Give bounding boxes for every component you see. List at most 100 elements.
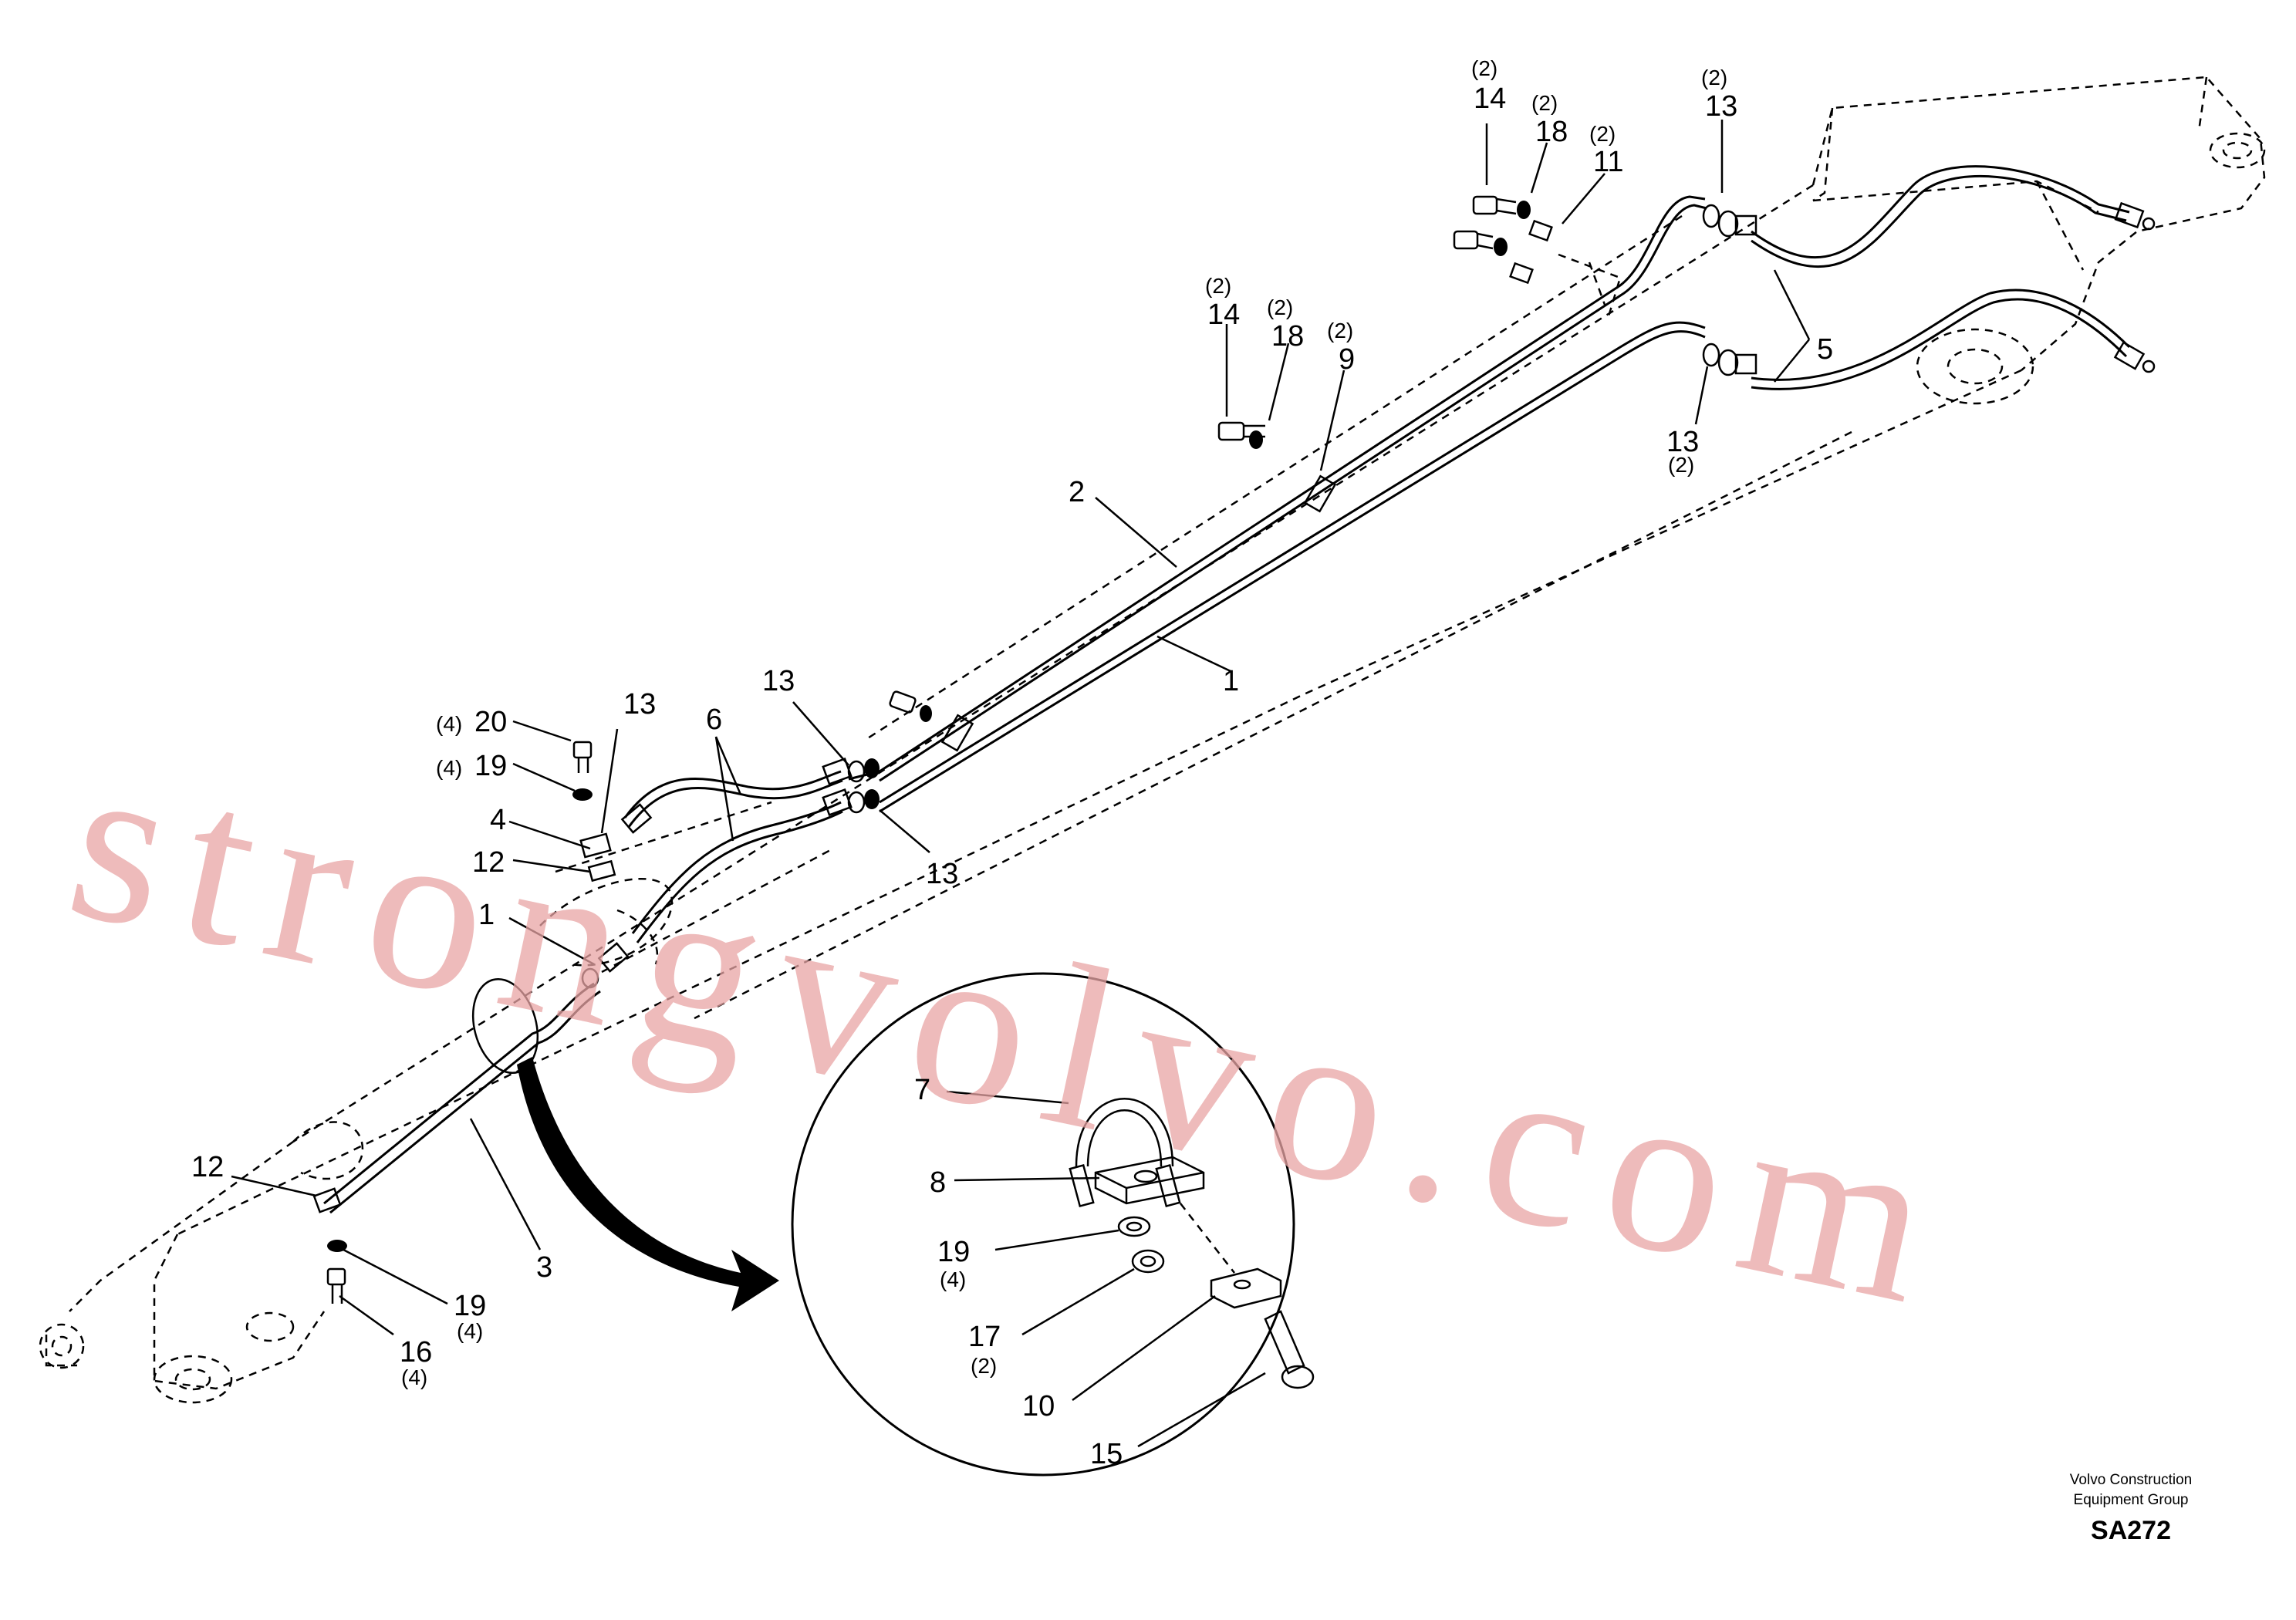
svg-text:13: 13: [926, 858, 958, 890]
svg-text:(4): (4): [436, 712, 462, 736]
svg-text:12: 12: [191, 1151, 224, 1183]
svg-text:(2): (2): [1589, 122, 1616, 146]
drawing-code: SA272: [2091, 1516, 2171, 1545]
fittings: [312, 195, 2156, 1304]
callout-15: 15: [1090, 1438, 1123, 1470]
callout-12: 12: [191, 1151, 224, 1183]
callout-4: 4: [490, 804, 506, 836]
svg-text:16: 16: [400, 1336, 432, 1369]
callout-13: 13: [926, 858, 958, 890]
bolt: [572, 741, 593, 801]
svg-text:13: 13: [623, 688, 656, 721]
svg-text:3: 3: [536, 1251, 552, 1284]
svg-text:19: 19: [474, 750, 507, 782]
callout-18: (2)18: [1531, 91, 1568, 148]
svg-text:19: 19: [937, 1236, 970, 1268]
svg-text:20: 20: [474, 706, 507, 738]
hex-bolt: [1264, 1310, 1315, 1389]
detail-view: [517, 972, 1315, 1477]
hydraulic-pipes: [323, 165, 2131, 1214]
callout-3: 3: [536, 1251, 552, 1284]
svg-text:4: 4: [490, 804, 506, 836]
bolt: [1217, 421, 1265, 449]
callout-1: 1: [478, 899, 495, 931]
callout-14: (2)14: [1205, 274, 1240, 331]
boom-outline: [39, 76, 2266, 1404]
svg-text:15: 15: [1090, 1438, 1123, 1470]
svg-text:19: 19: [454, 1290, 486, 1322]
svg-text:12: 12: [472, 846, 505, 879]
hose-end-fitting: [2114, 201, 2156, 231]
svg-text:1: 1: [478, 899, 495, 931]
watermark: strongvolvo.com: [51, 709, 1972, 1357]
adapter-fitting: [822, 757, 880, 786]
clamp-lower: [1210, 1267, 1282, 1309]
company-line-2: Equipment Group: [2074, 1492, 2189, 1508]
callout-19: 19(4): [454, 1290, 486, 1343]
svg-text:(4): (4): [401, 1365, 427, 1389]
bolt: [326, 1267, 346, 1304]
callout-11: (2)11: [1589, 122, 1623, 178]
svg-text:(2): (2): [1267, 295, 1293, 319]
callout-5: 5: [1817, 333, 1833, 366]
svg-text:(4): (4): [940, 1267, 966, 1291]
callout-19: (4) 19: [436, 750, 507, 782]
footer: Volvo Construction Equipment Group SA272: [2070, 1472, 2192, 1545]
svg-text:5: 5: [1817, 333, 1833, 366]
company-line-1: Volvo Construction: [2070, 1472, 2192, 1488]
callout-2: 2: [1069, 476, 1085, 508]
callout-13: 13: [762, 665, 795, 697]
u-bolt: [1069, 1098, 1181, 1208]
callout-20: (4) 20: [436, 706, 507, 738]
svg-text:14: 14: [1207, 299, 1240, 331]
callout-19: 19(4): [937, 1236, 970, 1291]
callout-14: (2)14: [1471, 56, 1506, 115]
callout-17: 17(2): [968, 1321, 1001, 1378]
callout-8: 8: [930, 1166, 946, 1199]
svg-text:17: 17: [968, 1321, 1001, 1353]
callout-labels: (2)14 (2)18 (2)11 (2)13 (2)14 (2)18 (2)9…: [191, 56, 1833, 1470]
svg-text:14: 14: [1474, 83, 1506, 115]
svg-text:9: 9: [1339, 343, 1355, 376]
callout-13: 13: [623, 688, 656, 721]
hose-end-fitting: [2113, 341, 2156, 373]
callout-6: 6: [706, 704, 722, 736]
svg-text:(2): (2): [1668, 453, 1694, 477]
svg-text:(2): (2): [1327, 319, 1353, 343]
svg-text:13: 13: [762, 665, 795, 697]
adapter-fitting: [1702, 204, 1757, 238]
bolt: [1453, 230, 1508, 256]
svg-text:(4): (4): [436, 756, 462, 780]
clamp-upper: [1094, 1156, 1205, 1205]
callout-16: 16(4): [400, 1336, 432, 1389]
svg-text:2: 2: [1069, 476, 1085, 508]
adapter-fitting: [1702, 343, 1757, 376]
callout-13: 13(2): [1666, 426, 1699, 477]
svg-text:(4): (4): [457, 1319, 483, 1343]
svg-text:18: 18: [1271, 320, 1304, 353]
svg-text:7: 7: [914, 1074, 930, 1106]
svg-text:(2): (2): [1205, 274, 1231, 298]
svg-text:13: 13: [1666, 426, 1699, 458]
bolt: [889, 690, 932, 722]
svg-text:11: 11: [1593, 146, 1623, 178]
svg-text:(2): (2): [971, 1354, 997, 1378]
svg-text:18: 18: [1535, 116, 1568, 148]
adapter-fitting: [822, 788, 880, 817]
callout-13: (2)13: [1701, 66, 1737, 123]
svg-text:(2): (2): [1531, 91, 1558, 115]
svg-text:6: 6: [706, 704, 722, 736]
svg-text:1: 1: [1223, 665, 1239, 697]
callout-10: 10: [1022, 1390, 1055, 1423]
svg-text:13: 13: [1705, 90, 1737, 123]
svg-text:10: 10: [1022, 1390, 1055, 1423]
svg-text:8: 8: [930, 1166, 946, 1199]
callout-1: 1: [1223, 665, 1239, 697]
callout-18: (2)18: [1267, 295, 1304, 353]
callout-7: 7: [914, 1074, 930, 1106]
svg-text:(2): (2): [1471, 56, 1497, 80]
callout-12: 12: [472, 846, 505, 879]
leader-lines: [231, 120, 1811, 1448]
svg-text:(2): (2): [1701, 66, 1727, 89]
